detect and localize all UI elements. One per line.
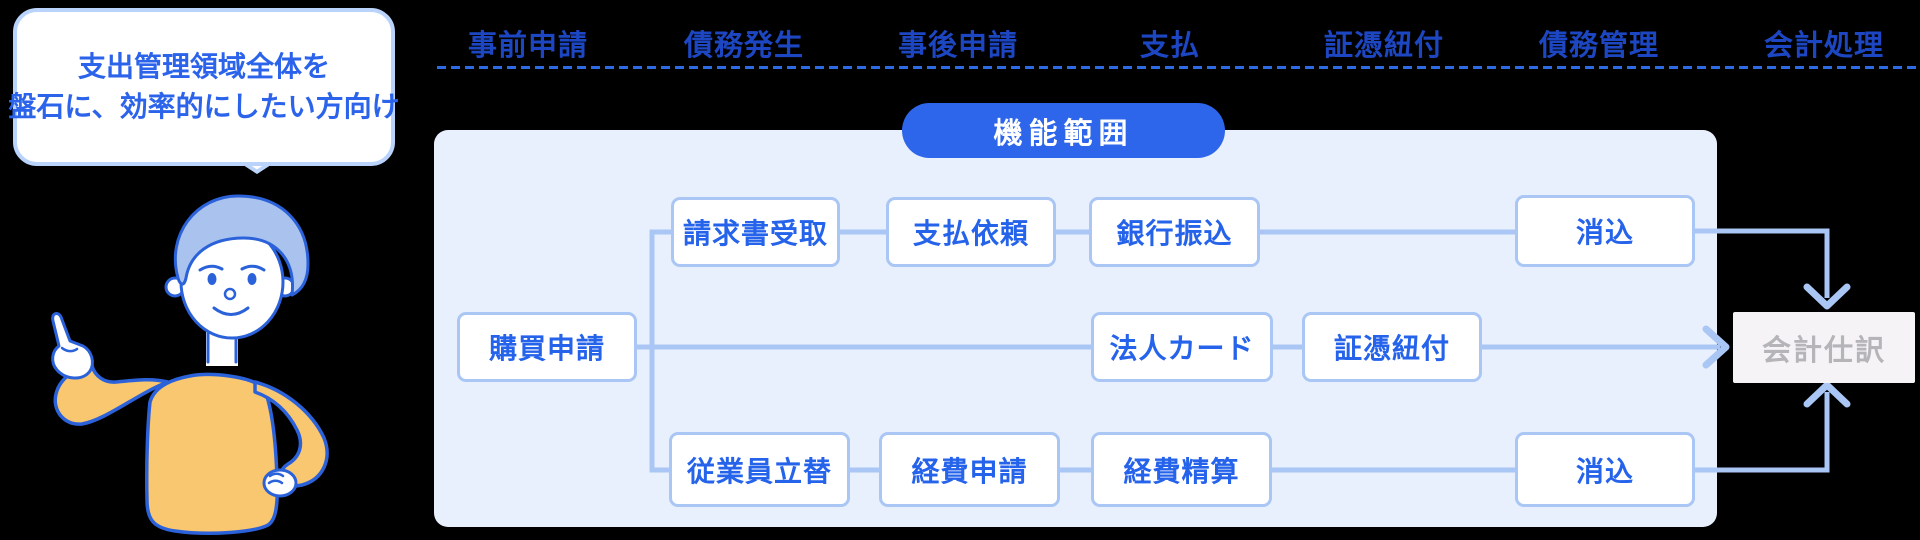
arrowhead-down-icon bbox=[1803, 283, 1851, 310]
stage-label-payment: 支払 bbox=[1139, 30, 1201, 62]
stage-label-debt-management: 債務管理 bbox=[1538, 30, 1660, 62]
connector-branch-trunk bbox=[649, 229, 671, 473]
arrowhead-up-icon bbox=[1803, 381, 1851, 408]
speech-bubble-text-line1: 支出管理領域全体を bbox=[77, 51, 330, 82]
character-nose bbox=[223, 287, 237, 301]
flow-box-employee-reimbursement: 従業員立替 bbox=[669, 432, 850, 507]
character-illustration bbox=[51, 194, 329, 535]
flow-box-bank-transfer: 銀行振込 bbox=[1089, 197, 1260, 267]
speech-bubble-text-line2: 盤石に、効率的にしたい方向け bbox=[8, 91, 400, 122]
stage-label-post-application: 事後申請 bbox=[897, 30, 1019, 62]
stage-label-evidence-linking: 証憑紐付 bbox=[1323, 30, 1445, 62]
arrowhead-right-icon bbox=[1702, 325, 1730, 369]
flow-box-clearing-row1: 消込 bbox=[1515, 195, 1695, 267]
flow-box-clearing-row3: 消込 bbox=[1515, 432, 1695, 507]
character-hair bbox=[173, 194, 310, 297]
flow-box-purchase-application: 購買申請 bbox=[457, 312, 637, 382]
character-eyebrows bbox=[198, 264, 266, 272]
function-scope-panel bbox=[434, 130, 1717, 527]
flow-box-payment-request: 支払依頼 bbox=[886, 197, 1056, 267]
character-eye-left bbox=[207, 273, 217, 285]
stage-label-accounting: 会計処理 bbox=[1763, 30, 1885, 62]
result-box-accounting-journal: 会計仕訳 bbox=[1733, 312, 1915, 383]
flow-box-expense-settlement: 経費精算 bbox=[1091, 432, 1272, 507]
flow-box-expense-application: 経費申請 bbox=[879, 432, 1060, 507]
flow-box-evidence-linking: 証憑紐付 bbox=[1302, 312, 1482, 382]
flow-box-invoice-receipt: 請求書受取 bbox=[671, 197, 840, 267]
function-scope-badge: 機能範囲 bbox=[902, 103, 1225, 158]
character-eye-right bbox=[247, 273, 257, 285]
character-mouth bbox=[212, 306, 250, 316]
character-left-arm bbox=[53, 364, 170, 426]
stage-label-debt-occurrence: 債務発生 bbox=[683, 30, 805, 62]
connector-row1-to-result bbox=[1695, 228, 1830, 298]
speech-bubble: 支出管理領域全体を 盤石に、効率的にしたい方向け bbox=[8, 8, 400, 166]
stage-label-pre-application: 事前申請 bbox=[467, 30, 589, 62]
character-pointing-hand bbox=[51, 312, 94, 380]
stage-divider-dashed-line bbox=[437, 66, 1917, 69]
flow-box-corporate-card: 法人カード bbox=[1091, 312, 1273, 382]
connector-row3-to-result bbox=[1695, 392, 1830, 473]
